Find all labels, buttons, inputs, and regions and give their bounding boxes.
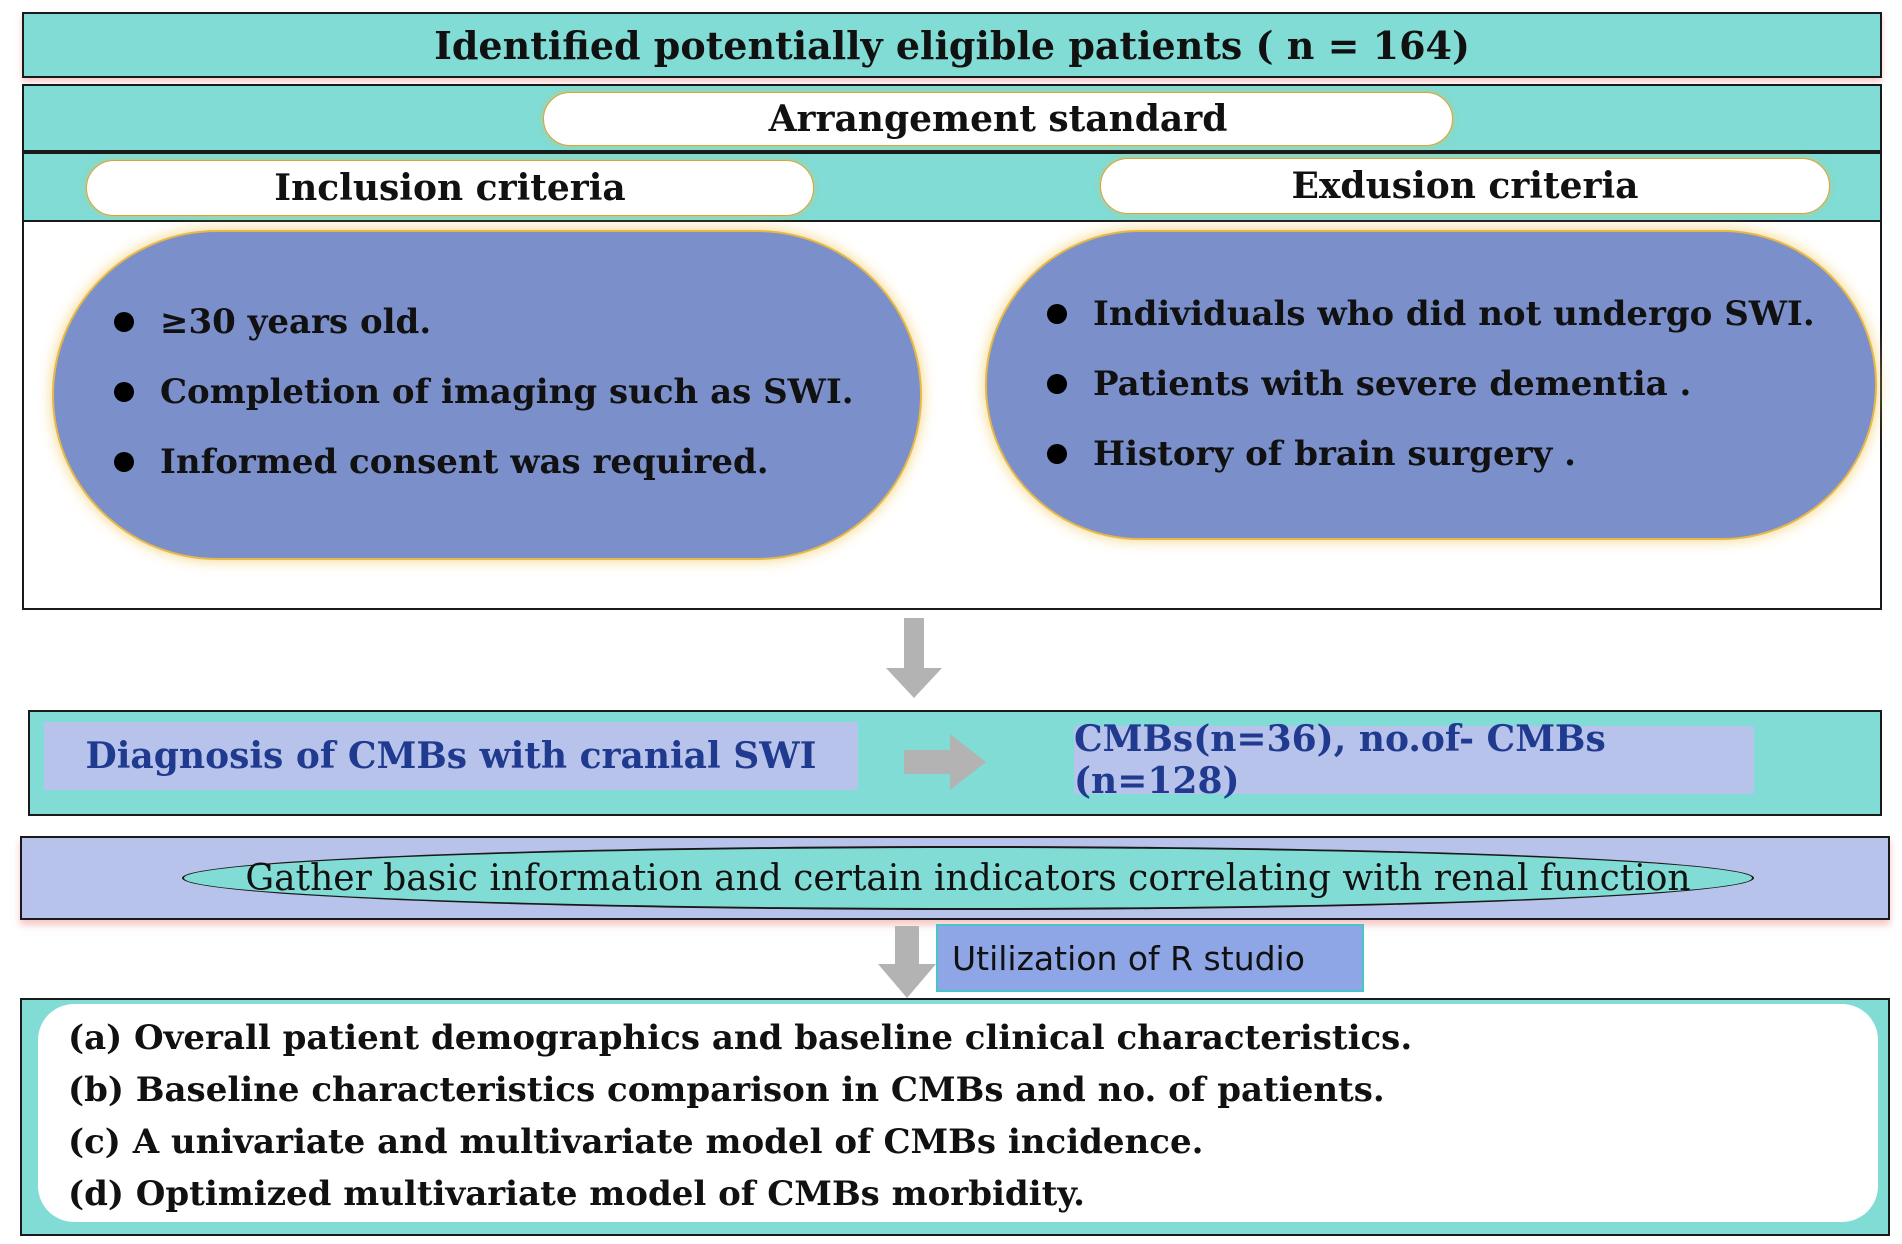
exclusion-item: Individuals who did not undergo SWI.	[1047, 294, 1825, 334]
bullet-icon	[1047, 444, 1067, 464]
eligible-patients-box: Identified potentially eligible patients…	[22, 12, 1882, 78]
diagnosis-label: Diagnosis of CMBs with cranial SWI	[85, 735, 817, 777]
r-studio-label: Utilization of R studio	[952, 938, 1305, 978]
bullet-icon	[1047, 304, 1067, 324]
exclusion-item: Patients with severe dementia .	[1047, 364, 1825, 404]
exclusion-criteria-list: Individuals who did not undergo SWI. Pat…	[1047, 294, 1825, 474]
diagnosis-result-box: CMBs(n=36), no.of- CMBs (n=128)	[1074, 718, 1754, 802]
output-item: (a) Overall patient demographics and bas…	[68, 1018, 1413, 1058]
gather-info-ellipse: Gather basic information and certain ind…	[182, 846, 1754, 910]
inclusion-item: Informed consent was required.	[114, 442, 870, 482]
bullet-icon	[1047, 374, 1067, 394]
right-arrow-icon	[904, 734, 986, 790]
exclusion-criteria-oval: Individuals who did not undergo SWI. Pat…	[985, 230, 1877, 540]
output-item: (b) Baseline characteristics comparison …	[68, 1070, 1385, 1110]
inclusion-criteria-oval: ≥30 years old. Completion of imaging suc…	[52, 230, 922, 560]
output-item: (d) Optimized multivariate model of CMBs…	[68, 1174, 1085, 1214]
bullet-icon	[114, 382, 134, 402]
inclusion-criteria-list: ≥30 years old. Completion of imaging suc…	[114, 302, 870, 482]
bullet-icon	[114, 312, 134, 332]
outputs-box: (a) Overall patient demographics and bas…	[38, 1004, 1878, 1222]
exclusion-item: History of brain surgery .	[1047, 434, 1825, 474]
arrangement-standard-label: Arrangement standard	[543, 92, 1453, 146]
bullet-icon	[114, 452, 134, 472]
inclusion-item: Completion of imaging such as SWI.	[114, 372, 870, 412]
output-item: (c) A univariate and multivariate model …	[68, 1122, 1204, 1162]
r-studio-box: Utilization of R studio	[936, 924, 1364, 992]
inclusion-criteria-title: Inclusion criteria	[86, 160, 814, 216]
exclusion-criteria-title: Exdusion criteria	[1100, 158, 1830, 214]
down-arrow-icon	[878, 926, 936, 998]
diagnosis-result: CMBs(n=36), no.of- CMBs (n=128)	[1074, 718, 1606, 802]
diagnosis-label-box: Diagnosis of CMBs with cranial SWI	[44, 722, 858, 790]
eligible-patients-title: Identified potentially eligible patients…	[434, 22, 1470, 68]
down-arrow-icon	[886, 618, 942, 698]
inclusion-item: ≥30 years old.	[114, 302, 870, 342]
gather-info-label: Gather basic information and certain ind…	[245, 857, 1691, 899]
